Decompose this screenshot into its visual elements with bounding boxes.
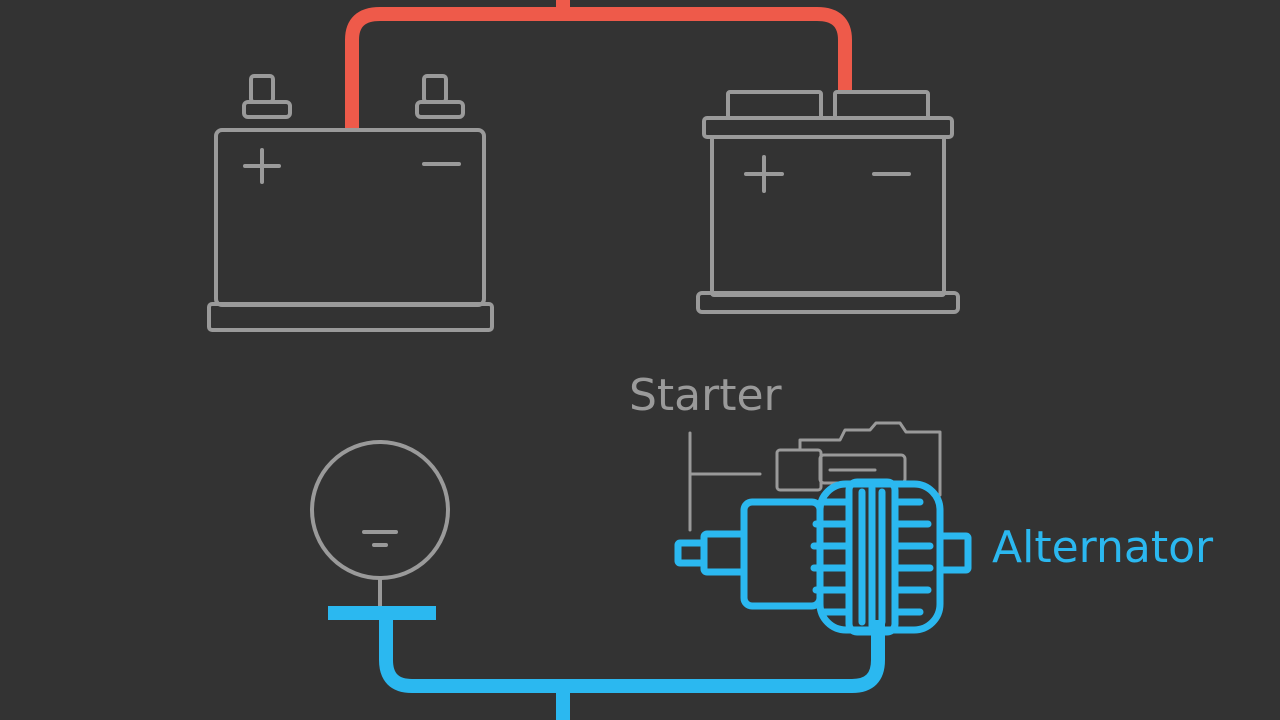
alternator-icon bbox=[674, 478, 972, 636]
battery-left-icon bbox=[207, 74, 494, 332]
starter-label: Starter bbox=[629, 370, 782, 421]
battery-right-terminals bbox=[744, 155, 911, 193]
alternator-label: Alternator bbox=[992, 522, 1214, 573]
starter-motor-icon bbox=[688, 421, 942, 532]
ground-cable bbox=[328, 606, 885, 720]
positive-cable bbox=[345, 0, 852, 132]
battery-right-icon bbox=[696, 90, 960, 314]
ground-gauge-icon bbox=[310, 440, 450, 614]
battery-left-terminals bbox=[243, 148, 461, 184]
